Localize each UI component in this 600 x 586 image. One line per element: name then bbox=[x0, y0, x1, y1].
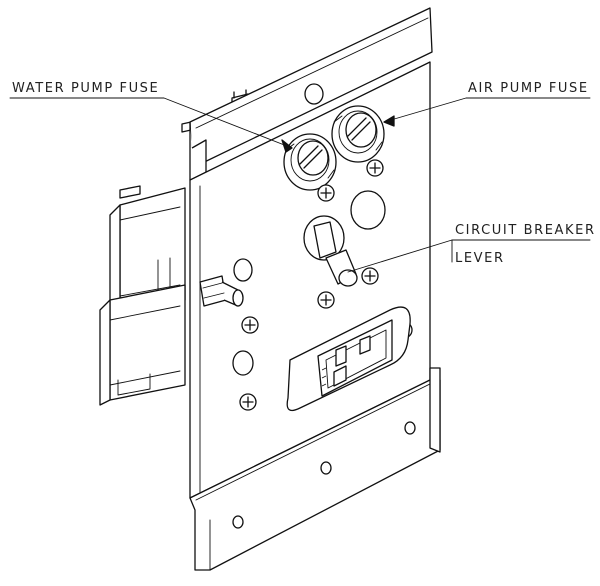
air-pump-fuse bbox=[331, 105, 385, 163]
leader-lines bbox=[9, 97, 591, 273]
water-pump-fuse-label: WATER PUMP FUSE bbox=[12, 81, 159, 96]
screw-5 bbox=[241, 316, 259, 334]
screw-6 bbox=[239, 393, 257, 411]
side-fitting bbox=[199, 275, 244, 307]
circuit-breaker-label-line2: LEVER bbox=[455, 251, 505, 266]
screw-1 bbox=[366, 159, 384, 177]
top-flange bbox=[189, 7, 433, 181]
power-inlet bbox=[286, 306, 411, 412]
water-pump-fuse bbox=[283, 133, 337, 191]
plate-holes bbox=[232, 190, 386, 376]
rear-module-lower bbox=[99, 284, 186, 406]
screw-2 bbox=[317, 184, 335, 202]
circuit-breaker-label-line1: CIRCUIT BREAKER bbox=[455, 223, 596, 238]
screw-4 bbox=[317, 291, 335, 309]
air-pump-fuse-label: AIR PUMP FUSE bbox=[468, 81, 589, 96]
bottom-flange bbox=[189, 367, 441, 571]
screw-3 bbox=[361, 267, 379, 285]
circuit-breaker bbox=[303, 215, 358, 287]
